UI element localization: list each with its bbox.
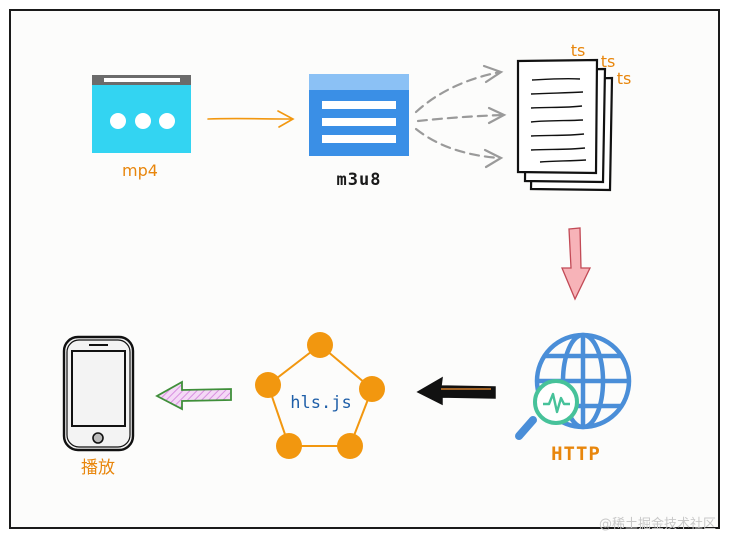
pentagon-network-icon — [255, 332, 385, 459]
watermark: @稀土掘金技术社区 — [599, 516, 716, 532]
dashed-arrows-to-ts — [414, 64, 507, 169]
arrow-hlsjs-to-phone — [155, 380, 232, 411]
ts-label-2: ts — [601, 52, 616, 71]
ts-label-1: ts — [571, 41, 586, 60]
video-window-icon — [92, 75, 191, 153]
arrow-ts-to-http — [561, 227, 592, 301]
arrow-http-to-hlsjs — [416, 376, 496, 406]
arrow-mp4-to-m3u8 — [207, 110, 295, 128]
ts-label-3: ts — [617, 69, 632, 88]
m3u8-label: m3u8 — [337, 170, 382, 190]
hlsjs-label: hls.js — [290, 393, 351, 413]
globe-search-icon — [515, 332, 632, 440]
playlist-icon — [309, 74, 409, 156]
mp4-label: mp4 — [122, 161, 158, 180]
http-label: HTTP — [551, 443, 601, 465]
play-label: 播放 — [81, 458, 115, 478]
phone-icon — [62, 335, 135, 452]
documents-stack-icon — [516, 58, 614, 192]
